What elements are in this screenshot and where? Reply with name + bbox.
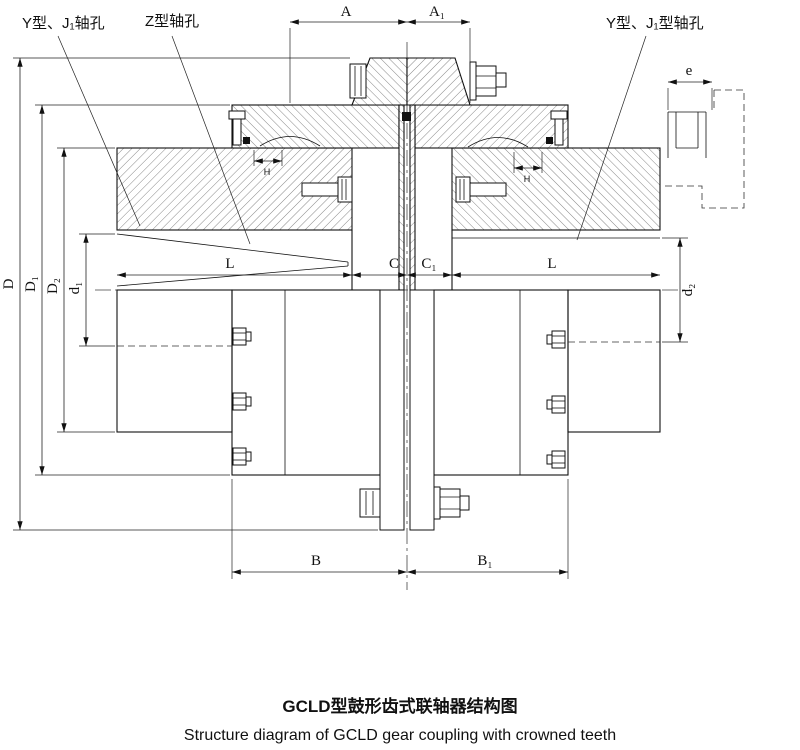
left-hub-outside xyxy=(116,289,233,433)
crowned-tooth-arc-left xyxy=(259,136,321,147)
callout-bore-z: Z型轴孔 xyxy=(145,13,199,30)
dim-A1-label: A₁ xyxy=(429,4,445,20)
leader-bore-right xyxy=(576,35,647,241)
right-flange-disc xyxy=(409,289,435,531)
center-seal xyxy=(402,112,411,121)
lower-view xyxy=(116,289,661,531)
dim-A-label: A xyxy=(341,4,352,20)
bottom-bolt-washer xyxy=(433,486,441,520)
dim-D1-label: D₁ xyxy=(23,276,39,292)
right-sleeve-outside xyxy=(433,289,569,476)
dim-H-left-label: H xyxy=(264,167,271,177)
center-disc-right-strip xyxy=(409,104,416,291)
right-cover-bolt-shank xyxy=(554,118,564,146)
right-plug-shank xyxy=(469,182,507,197)
dim-d2-label: d₂ xyxy=(680,284,696,297)
top-bolt-nut xyxy=(475,65,497,97)
dim-D2-label: D₂ xyxy=(45,278,61,294)
spline-teeth xyxy=(667,111,707,158)
dim-C1-label: C₁ xyxy=(421,256,436,272)
bottom-bolt-head xyxy=(359,488,381,518)
dimensions: A A₁ L C C₁ L B B₁ D D₁ D₂ xyxy=(1,4,713,579)
top-bolt-stud-end xyxy=(495,72,507,88)
dim-C-label: C xyxy=(389,256,399,272)
left-sleeve-section xyxy=(231,104,400,149)
left-plug-shank xyxy=(301,182,339,197)
dim-L-left-label: L xyxy=(225,256,234,272)
leader-bore-left xyxy=(57,35,141,227)
figure-title-zh: GCLD型鼓形齿式联轴器结构图 xyxy=(282,696,517,716)
right-flange-section xyxy=(406,57,471,106)
top-bolt-head xyxy=(349,63,367,99)
right-sleeve-section xyxy=(414,104,569,149)
right-endplate-bolts xyxy=(546,330,566,469)
callout-bore-right: Y型、J₁型轴孔 xyxy=(606,15,704,32)
left-plug-head xyxy=(337,176,353,203)
figure-title-en: Structure diagram of GCLD gear coupling … xyxy=(184,727,616,744)
callout-bore-left: Y型、J₁轴孔 xyxy=(22,15,105,32)
dim-d1-label: d₁ xyxy=(67,282,83,295)
right-hub-outside xyxy=(567,289,661,433)
dim-H-right-label: H xyxy=(524,174,531,184)
figure-titles: GCLD型鼓形齿式联轴器结构图 Structure diagram of GCL… xyxy=(184,696,616,744)
spline-profile-detail xyxy=(664,89,745,209)
leader-bore-z xyxy=(171,35,251,245)
upper-section xyxy=(116,57,661,291)
left-endplate-bolts xyxy=(232,327,252,466)
left-cover-bolt-shank xyxy=(232,118,242,146)
bottom-bolt-nut xyxy=(439,488,461,518)
spline-step-hidden xyxy=(664,89,745,209)
dim-B-label: B xyxy=(311,553,321,569)
left-seal xyxy=(243,137,250,144)
crowned-tooth-arc-right xyxy=(467,137,529,148)
dim-B1-label: B₁ xyxy=(477,553,492,569)
bottom-bolt-stud-end xyxy=(459,495,470,511)
leader-callouts: Y型、J₁轴孔 Z型轴孔 Y型、J₁型轴孔 xyxy=(22,13,704,245)
left-cover-bolt-head xyxy=(228,110,246,120)
dim-e-label: e xyxy=(686,63,693,79)
left-bore-taper-top xyxy=(116,233,349,263)
dim-L-right-label: L xyxy=(547,256,556,272)
right-cover-bolt-head xyxy=(550,110,568,120)
left-flange-disc xyxy=(379,289,405,531)
center-disc-left-strip xyxy=(398,104,405,291)
top-bolt-washer xyxy=(469,61,477,101)
dim-D-label: D xyxy=(1,278,17,289)
right-seal xyxy=(546,137,553,144)
left-sleeve-outside xyxy=(231,289,381,476)
right-plug-head xyxy=(455,176,471,203)
